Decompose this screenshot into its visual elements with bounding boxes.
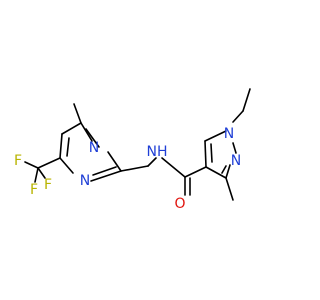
atom-nh: NH xyxy=(147,144,168,160)
bond-c2-ch2 xyxy=(120,165,149,172)
bond-c6-methyl xyxy=(73,103,82,124)
bond-c5-c4-inner xyxy=(66,137,70,157)
atom-n-pyrazole-2: N xyxy=(231,153,241,169)
bond-n3-c2-inner xyxy=(92,166,117,176)
bond-n1-c6-inner xyxy=(85,128,100,148)
bond-co-c4 xyxy=(184,166,207,178)
atom-o: O xyxy=(174,196,185,212)
molecule-structure-diagram: N N F F F NH O N N xyxy=(14,88,251,212)
atom-n-pyrazole-1: N xyxy=(224,126,234,142)
bond-c3-c4 xyxy=(205,166,227,179)
bond-c4-cf3 xyxy=(37,157,61,169)
bond-c2-n1 xyxy=(107,151,122,172)
bond-c4-c5-inner xyxy=(210,143,213,163)
atom-f-3: F xyxy=(30,182,38,198)
bond-cf3-f3 xyxy=(34,167,39,183)
bond-n1-n2 xyxy=(232,142,237,154)
bond-ethyl-ch3 xyxy=(242,88,251,112)
bond-c5-c4 xyxy=(59,133,63,159)
bond-cf3-f1 xyxy=(24,161,39,169)
bond-nh-co xyxy=(161,157,186,178)
bond-n1-ch2 xyxy=(232,110,244,123)
atom-f-1: F xyxy=(14,153,22,169)
bond-c3-methyl xyxy=(225,177,234,201)
atom-n-pyrimidine-1: N xyxy=(89,140,99,156)
atom-n-pyrimidine-3: N xyxy=(80,173,90,189)
bond-c5-n1 xyxy=(204,130,227,142)
molecule-svg: N N F F F NH O N N xyxy=(14,88,251,212)
bond-c6-c5 xyxy=(61,122,82,135)
bond-ch2-nh xyxy=(147,157,157,167)
bond-c4-n3 xyxy=(59,157,74,174)
bond-n3-c2 xyxy=(90,170,122,182)
bond-cf3-f2 xyxy=(37,167,46,179)
bond-n1-c6 xyxy=(80,122,93,142)
bond-c4-c5 xyxy=(204,140,207,168)
atom-f-2: F xyxy=(44,177,52,193)
bond-n2-c3 xyxy=(225,164,231,179)
bond-n2-c3-inner xyxy=(221,165,227,174)
